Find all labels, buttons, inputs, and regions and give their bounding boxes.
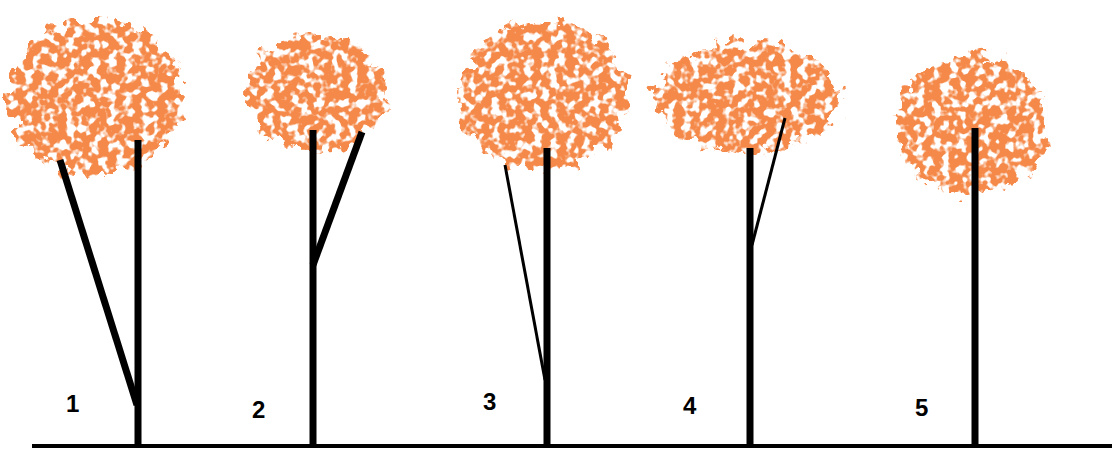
callout-number: 5 [915, 396, 928, 420]
callout-number: 3 [483, 390, 496, 414]
ground-line [32, 444, 1112, 448]
callout-number: 4 [683, 394, 696, 418]
tree-crowns [7, 19, 1047, 195]
callout-number: 2 [252, 398, 265, 422]
callout-number: 1 [66, 392, 79, 416]
tree-trunks [60, 118, 975, 446]
